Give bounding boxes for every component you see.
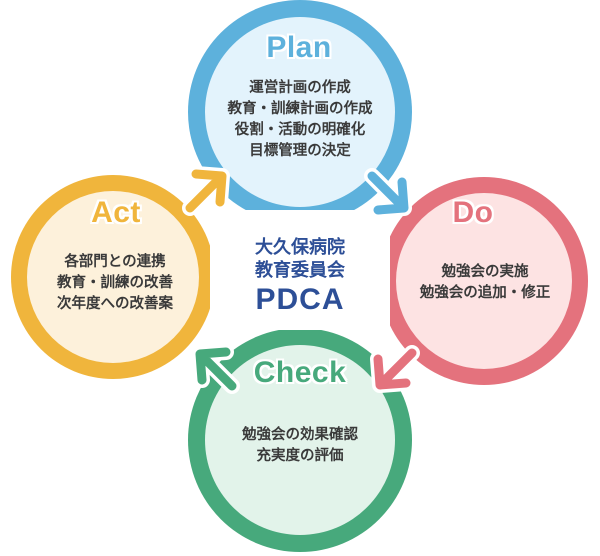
do-ring-inner <box>396 193 572 369</box>
plan-item: 役割・活動の明確化 <box>234 122 366 138</box>
do-item: 勉強会の実施 <box>441 264 529 280</box>
plan-items: 運営計画の作成 教育・訓練計画の作成 役割・活動の明確化 目標管理の決定 <box>205 78 395 162</box>
check-ring <box>188 328 412 552</box>
plan-title: Plan <box>266 31 332 64</box>
act-ring <box>11 175 215 379</box>
check-item: 勉強会の効果確認 <box>242 427 358 443</box>
arrow-down-right-icon <box>364 168 412 218</box>
center-label: 大久保病院 教育委員会 PDCA <box>225 236 375 318</box>
act-items: 各部門との連携 教育・訓練の改善 次年度への改善案 <box>30 252 200 315</box>
act-ring-inner <box>27 191 199 363</box>
check-item: 充実度の評価 <box>256 448 344 464</box>
act-item: 次年度への改善案 <box>57 296 173 312</box>
act-item: 各部門との連携 <box>64 254 166 270</box>
do-ring <box>380 177 588 385</box>
check-items: 勉強会の効果確認 充実度の評価 <box>210 425 390 467</box>
committee-name: 教育委員会 <box>255 260 345 281</box>
plan-item: 教育・訓練計画の作成 <box>227 101 373 117</box>
pdca-label: PDCA <box>255 283 345 316</box>
act-title: Act <box>91 196 141 229</box>
act-item: 教育・訓練の改善 <box>57 275 173 291</box>
check-title: Check <box>253 356 347 389</box>
plan-ring-inner <box>205 17 395 207</box>
plan-item: 運営計画の作成 <box>249 80 351 96</box>
do-item: 勉強会の追加・修正 <box>419 285 551 301</box>
plan-item: 目標管理の決定 <box>249 143 351 159</box>
check-ring-inner <box>205 345 395 535</box>
arrow-down-left-icon <box>370 345 420 393</box>
do-items: 勉強会の実施 勉強会の追加・修正 <box>395 262 575 304</box>
plan-ring <box>188 0 412 224</box>
do-title: Do <box>452 196 494 229</box>
center-backdrop <box>210 210 390 330</box>
hospital-name: 大久保病院 <box>255 237 345 258</box>
arrow-up-right-icon <box>182 166 230 216</box>
arrow-up-left-icon <box>192 344 240 394</box>
